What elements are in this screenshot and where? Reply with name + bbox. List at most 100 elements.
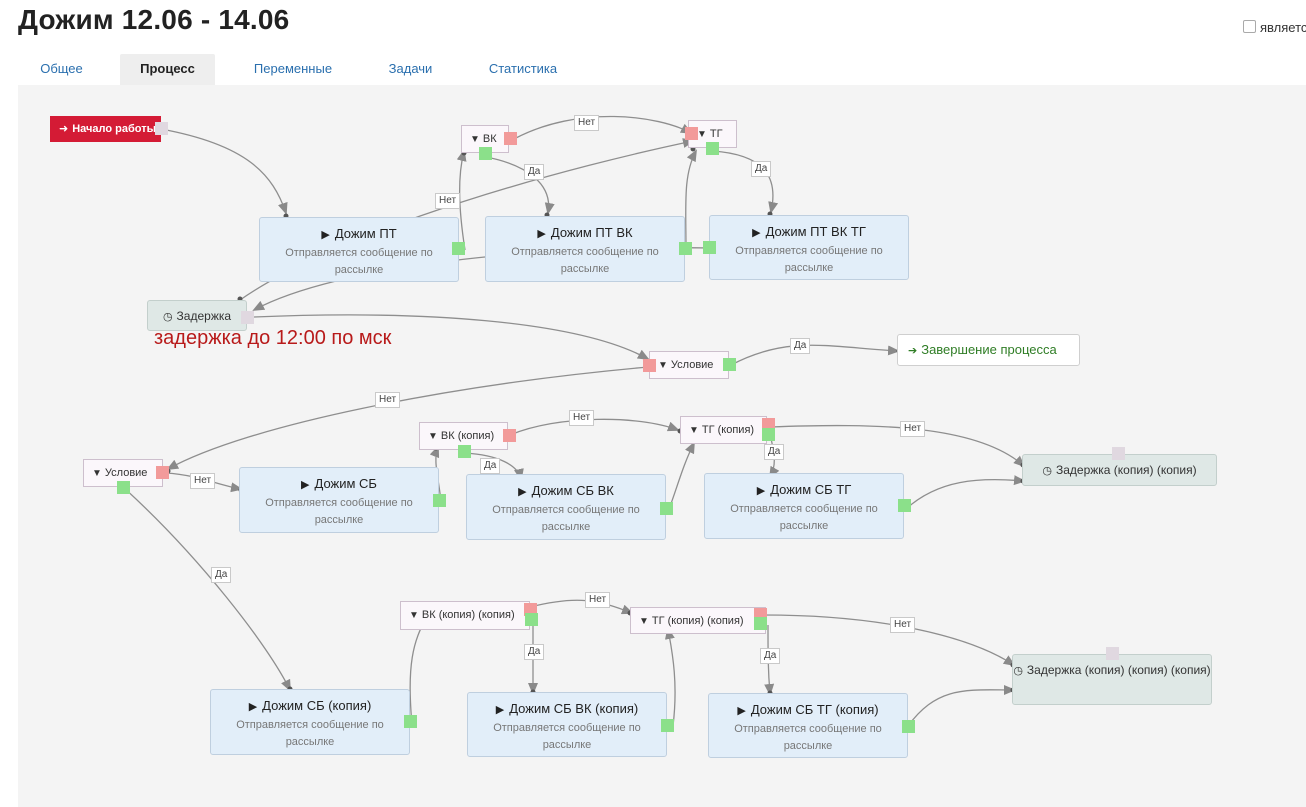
edge-label-yes: Да [790, 338, 811, 354]
play-icon: ▶ [537, 228, 546, 240]
page-title: Дожим 12.06 - 14.06 [18, 4, 290, 35]
action-title: Дожим СБ ВК [531, 483, 614, 498]
filter-icon: ▼ [92, 468, 102, 479]
action-out-port[interactable] [902, 720, 915, 733]
condition-node-tg-copy2[interactable]: ▼ТГ (копия) (копия) [630, 607, 766, 634]
edge-label-no: Нет [900, 421, 926, 437]
checkbox-box[interactable] [1243, 20, 1256, 33]
process-canvas[interactable]: Нет Да Нет Да Да Нет Нет Да Нет Да Нет Д… [18, 85, 1306, 807]
port-yes[interactable] [754, 617, 767, 630]
action-node-pt-vk-tg[interactable]: ▶Дожим ПТ ВК ТГ Отправляется сообщение п… [709, 215, 909, 280]
action-title: Дожим СБ [314, 476, 377, 491]
port-yes[interactable] [479, 147, 492, 160]
condition-node-main[interactable]: ▼Условие [649, 351, 729, 379]
port-no[interactable] [685, 127, 698, 140]
action-out-port[interactable] [703, 241, 716, 254]
action-title: Дожим СБ ТГ (копия) [750, 702, 879, 717]
port-no[interactable] [156, 466, 169, 479]
edge-tgcopy2-no-delaycopy2 [763, 614, 1016, 667]
action-out-port[interactable] [404, 715, 417, 728]
start-out-port[interactable] [155, 122, 168, 135]
start-node[interactable]: ➜Начало работы [50, 116, 161, 142]
tab-statistics[interactable]: Статистика [488, 61, 558, 76]
delay-out-port[interactable] [1106, 647, 1119, 660]
action-desc: Отправляется сообщение по рассылке [730, 503, 878, 532]
checkbox-label: являетс [1260, 20, 1306, 35]
tab-tasks[interactable]: Задачи [388, 61, 433, 76]
action-node-sb-vk[interactable]: ▶ Дожим СБ ВК Отправляется сообщение по р… [466, 474, 666, 540]
delay-out-port[interactable] [1112, 447, 1125, 460]
action-out-port[interactable] [898, 499, 911, 512]
play-icon: ▶ [752, 227, 761, 239]
play-icon: ▶ [756, 485, 766, 497]
action-desc: Отправляется сообщение по рассылке [285, 247, 433, 276]
start-node-label: Начало работы [72, 123, 156, 135]
action-desc: Отправляется сообщение по рассылке [265, 497, 413, 526]
end-node[interactable]: ➔Завершение процесса [897, 334, 1080, 366]
condition-node-tg-copy[interactable]: ▼ТГ (копия) [680, 416, 767, 444]
port-no[interactable] [503, 429, 516, 442]
action-desc: Отправляется сообщение по рассылке [492, 504, 640, 533]
condition-node-vk-copy2[interactable]: ▼ВК (копия) (копия) [400, 601, 530, 630]
clock-icon: ◷ [1013, 665, 1023, 677]
port-no[interactable] [762, 418, 775, 431]
action-out-port[interactable] [452, 242, 465, 255]
action-node-sb-vk-copy[interactable]: ▶Дожим СБ ВК (копия) Отправляется сообще… [467, 692, 667, 757]
port-no[interactable] [504, 132, 517, 145]
port-yes[interactable] [525, 613, 538, 626]
port-no[interactable] [643, 359, 656, 372]
tab-process[interactable]: Процесс [120, 54, 215, 85]
delay-label: Задержка (копия) (копия) [1055, 463, 1197, 477]
action-out-port[interactable] [660, 502, 673, 515]
play-icon: ▶ [518, 486, 527, 498]
action-node-sb-tg[interactable]: ▶ Дожим СБ ТГ Отправляется сообщение по р… [704, 473, 904, 539]
edge-label-no: Нет [375, 392, 401, 408]
edge-label-yes: Да [524, 164, 545, 180]
port-yes[interactable] [706, 142, 719, 155]
edge-label-no: Нет [435, 193, 461, 209]
action-node-pt[interactable]: ▶Дожим ПТ Отправляется сообщение по расс… [259, 217, 459, 282]
port-no[interactable] [524, 603, 537, 616]
tab-variables[interactable]: Переменные [253, 61, 333, 76]
delay-node-copy2[interactable]: ◷Задержка (копия) (копия) (копия) [1012, 654, 1212, 705]
port-yes[interactable] [723, 358, 736, 371]
edge-label-no: Нет [190, 473, 216, 489]
play-icon: ▶ [321, 229, 330, 241]
port-yes[interactable] [458, 445, 471, 458]
play-icon: ▶ [248, 701, 258, 713]
clock-icon: ◷ [162, 311, 173, 323]
delay-out-port[interactable] [241, 311, 254, 324]
edge-tgcopy-no-delaycopy [769, 424, 1026, 468]
action-desc: Отправляется сообщение по рассылке [735, 245, 883, 274]
edge-vkcopy2-no-tgcopy2 [529, 599, 634, 615]
port-yes[interactable] [762, 428, 775, 441]
action-out-port[interactable] [661, 719, 674, 732]
sign-out-icon: ➔ [908, 345, 918, 357]
action-node-sb-tg-copy[interactable]: ▶Дожим СБ ТГ (копия) Отправляется сообще… [708, 693, 908, 758]
filter-icon: ▼ [697, 129, 707, 140]
edge-ptvk-tg [685, 149, 697, 251]
tab-general[interactable]: Общее [40, 61, 83, 76]
edge-sbtgcopy-delaycopy2 [907, 684, 1016, 727]
filter-icon: ▼ [470, 134, 480, 145]
action-desc: Отправляется сообщение по рассылке [493, 722, 641, 751]
action-node-sb-copy[interactable]: ▶ Дожим СБ (копия) Отправляется сообщение… [210, 689, 410, 755]
edge-cond-no-left [166, 366, 649, 470]
action-node-pt-vk[interactable]: ▶Дожим ПТ ВК Отправляется сообщение по р… [485, 216, 685, 282]
port-yes[interactable] [117, 481, 130, 494]
action-out-port[interactable] [433, 494, 446, 507]
flag-checkbox[interactable]: являетс [1243, 20, 1306, 35]
sign-in-icon: ➜ [59, 123, 69, 135]
action-desc: Отправляется сообщение по рассылке [236, 719, 384, 748]
play-icon: ▶ [495, 704, 505, 716]
action-node-sb[interactable]: ▶Дожим СБ Отправляется сообщение по расс… [239, 467, 439, 533]
action-title: Дожим СБ ТГ [770, 482, 852, 497]
filter-icon: ▼ [428, 431, 438, 442]
delay-node[interactable]: ◷Задержка [147, 300, 247, 331]
condition-label: ВК [482, 133, 497, 145]
action-out-port[interactable] [679, 242, 692, 255]
delay-label: Задержка (копия) (копия) (копия) [1026, 663, 1211, 677]
action-title: Дожим СБ (копия) [262, 698, 372, 713]
condition-label: ТГ [709, 128, 723, 140]
edge-start-pt [160, 128, 288, 215]
